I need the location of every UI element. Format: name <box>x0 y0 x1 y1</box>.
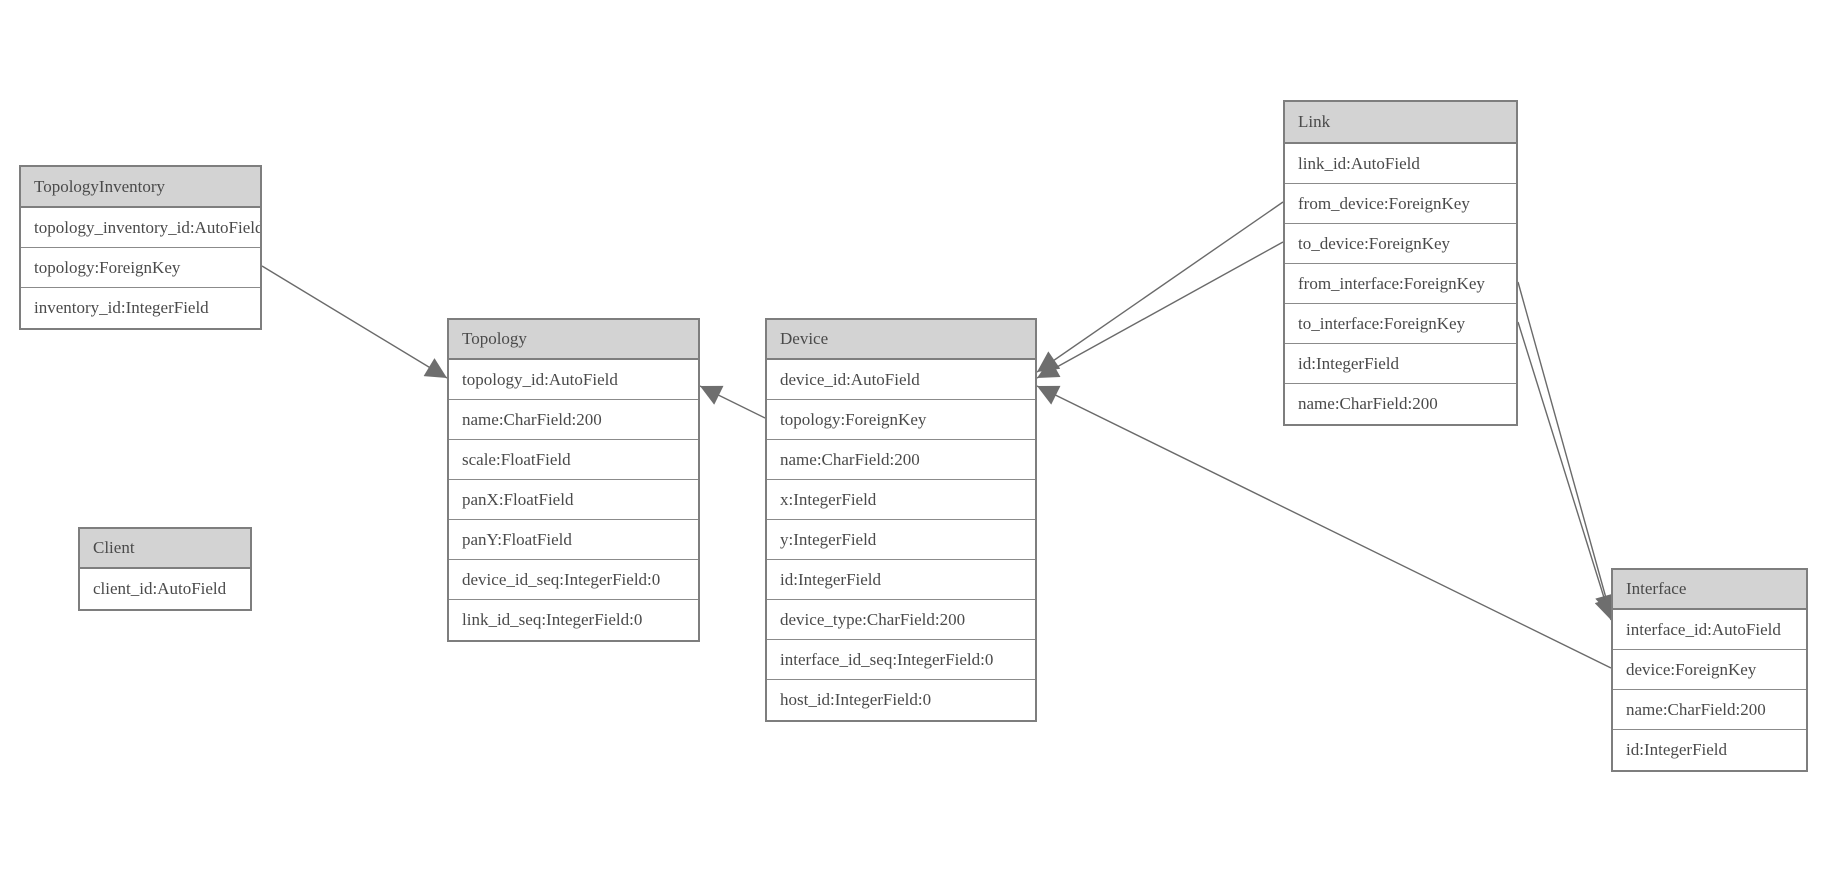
edge-topology_inventory-topology <box>261 265 448 379</box>
field-row-interface-interface_id: interface_id:AutoField <box>1613 610 1806 650</box>
field-row-client-client_id: client_id:AutoField <box>80 569 250 609</box>
field-row-device-device_type: device_type:CharField:200 <box>767 600 1035 640</box>
field-row-device-y: y:IntegerField <box>767 520 1035 560</box>
table-title-topology_inventory: TopologyInventory <box>21 167 260 208</box>
field-row-interface-id: id:IntegerField <box>1613 730 1806 770</box>
table-title-device: Device <box>767 320 1035 360</box>
field-row-interface-device: device:ForeignKey <box>1613 650 1806 690</box>
field-row-link-to_device: to_device:ForeignKey <box>1285 224 1516 264</box>
field-row-device-device_id: device_id:AutoField <box>767 360 1035 400</box>
edge-link-to_interface <box>1517 321 1615 621</box>
field-row-interface-name: name:CharField:200 <box>1613 690 1806 730</box>
field-row-topology_inventory-topology_inventory_id: topology_inventory_id:AutoField <box>21 208 260 248</box>
table-title-link: Link <box>1285 102 1516 144</box>
field-row-topology_inventory-inventory_id: inventory_id:IntegerField <box>21 288 260 328</box>
field-row-device-topology: topology:ForeignKey <box>767 400 1035 440</box>
field-row-device-interface_id_seq: interface_id_seq:IntegerField:0 <box>767 640 1035 680</box>
field-row-topology_inventory-topology: topology:ForeignKey <box>21 248 260 288</box>
table-title-client: Client <box>80 529 250 569</box>
field-row-device-id: id:IntegerField <box>767 560 1035 600</box>
field-row-topology-scale: scale:FloatField <box>449 440 698 480</box>
field-row-device-x: x:IntegerField <box>767 480 1035 520</box>
edge-link-to_device <box>1036 241 1284 379</box>
field-row-device-host_id: host_id:IntegerField:0 <box>767 680 1035 720</box>
field-row-link-link_id: link_id:AutoField <box>1285 144 1516 184</box>
field-row-topology-panY: panY:FloatField <box>449 520 698 560</box>
table-title-interface: Interface <box>1613 570 1806 610</box>
edge-device-topology <box>699 385 766 419</box>
field-row-topology-topology_id: topology_id:AutoField <box>449 360 698 400</box>
field-row-topology-name: name:CharField:200 <box>449 400 698 440</box>
field-row-link-to_interface: to_interface:ForeignKey <box>1285 304 1516 344</box>
field-row-link-from_device: from_device:ForeignKey <box>1285 184 1516 224</box>
edge-interface-device <box>1036 385 1612 669</box>
table-title-topology: Topology <box>449 320 698 360</box>
field-row-topology-panX: panX:FloatField <box>449 480 698 520</box>
edge-link-from_interface <box>1517 281 1616 617</box>
field-row-link-from_interface: from_interface:ForeignKey <box>1285 264 1516 304</box>
field-row-topology-device_id_seq: device_id_seq:IntegerField:0 <box>449 560 698 600</box>
field-row-device-name: name:CharField:200 <box>767 440 1035 480</box>
edge-link-from_device <box>1036 201 1284 373</box>
field-row-topology-link_id_seq: link_id_seq:IntegerField:0 <box>449 600 698 640</box>
field-row-link-name: name:CharField:200 <box>1285 384 1516 424</box>
field-row-link-id: id:IntegerField <box>1285 344 1516 384</box>
